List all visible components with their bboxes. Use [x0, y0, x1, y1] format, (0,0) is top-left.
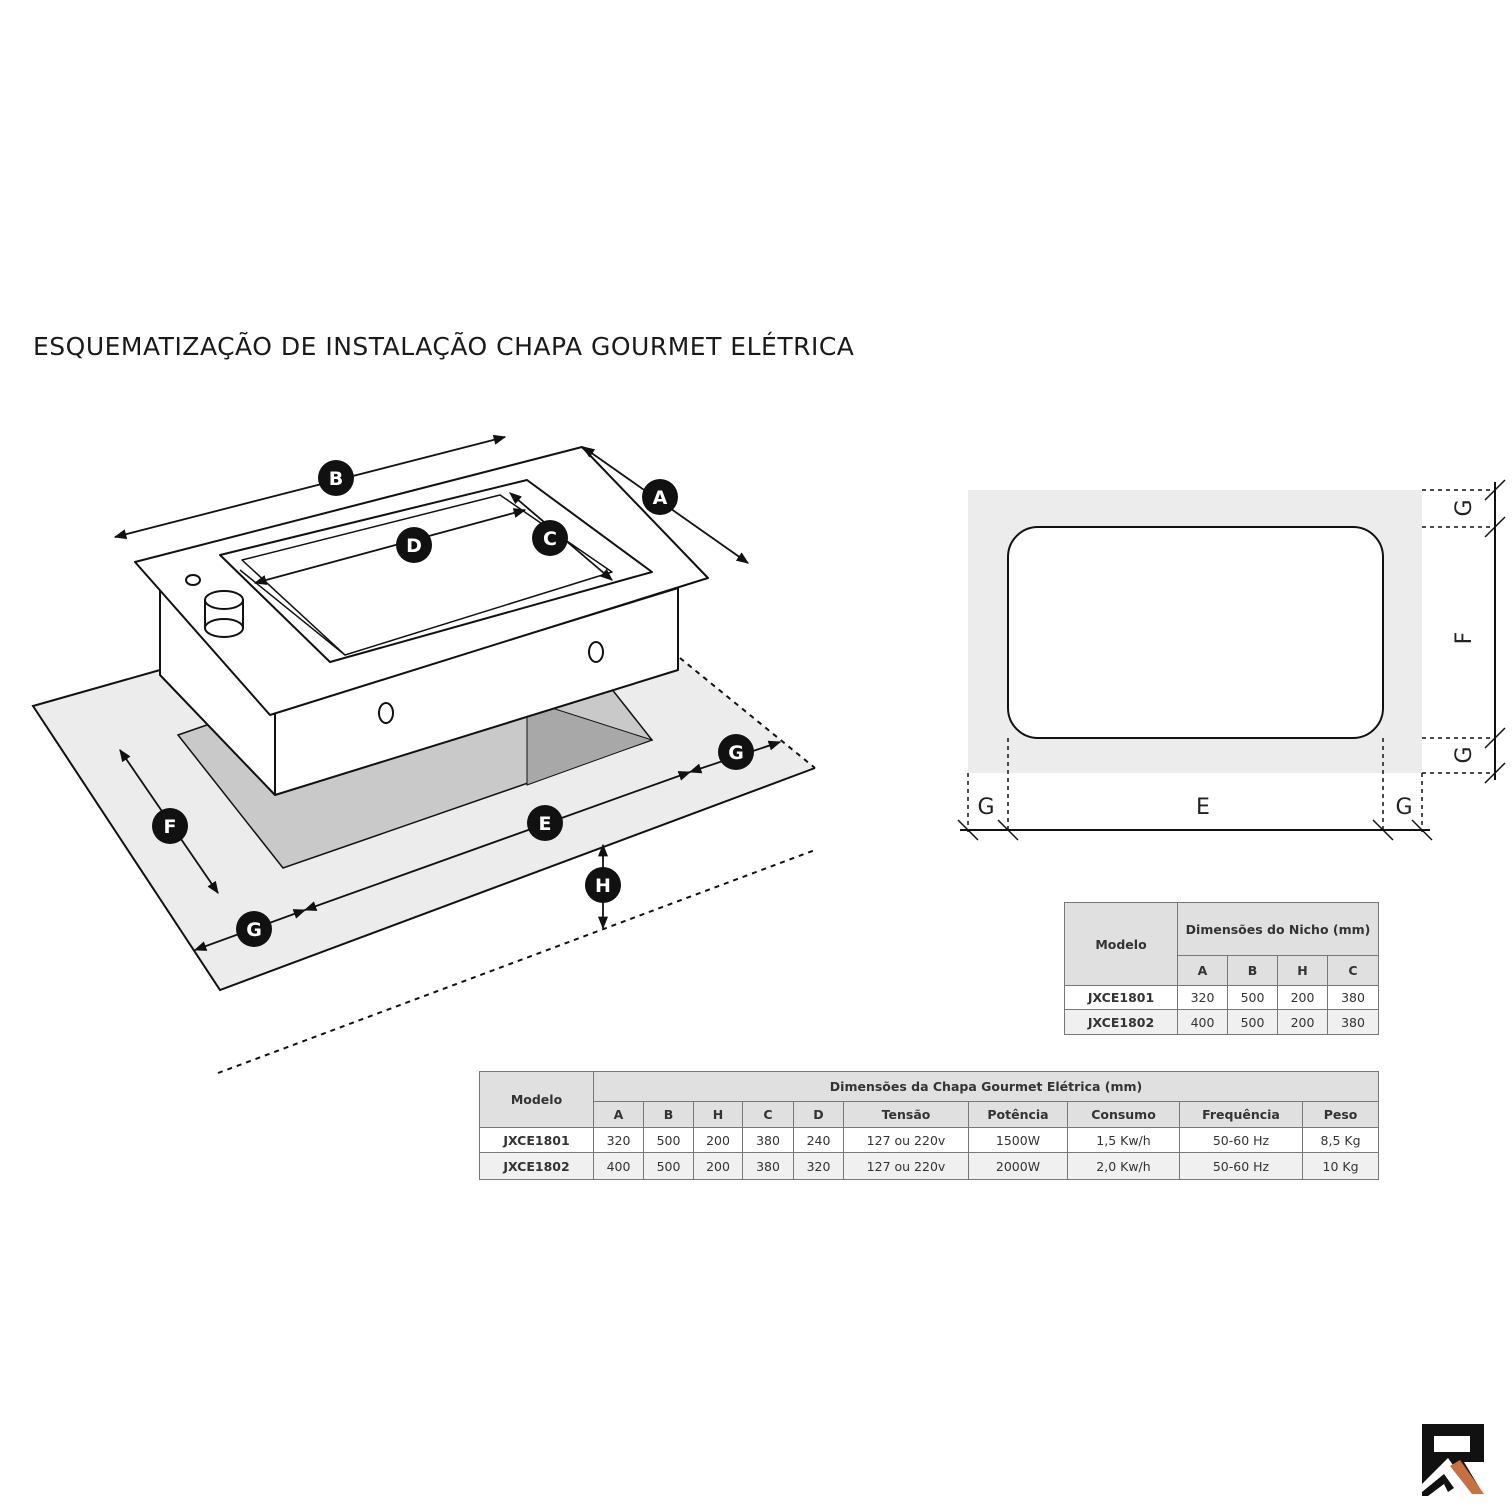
- table-cell: 500: [643, 1152, 694, 1180]
- table-cell: 8,5 Kg: [1301, 1127, 1380, 1153]
- table-cell: 380: [742, 1127, 794, 1153]
- table-cell: 500: [1227, 985, 1278, 1010]
- table-cell: 1500W: [968, 1127, 1068, 1153]
- marker-g: G: [236, 911, 272, 947]
- dimension-markers: B A D C G F E H G: [152, 460, 754, 947]
- table-cell: JXCE1801: [479, 1127, 594, 1153]
- column-header: C: [1326, 955, 1380, 986]
- table-cell: 320: [593, 1127, 644, 1153]
- table-cell: 400: [593, 1152, 644, 1180]
- plan-view: G E G G F G: [957, 479, 1506, 841]
- table-cell: 127 ou 220v: [843, 1152, 969, 1180]
- label: G: [1395, 795, 1412, 820]
- marker-g: G: [718, 734, 754, 770]
- column-header: H: [693, 1101, 743, 1128]
- label: G: [728, 742, 744, 764]
- column-header: Peso: [1301, 1101, 1380, 1128]
- label: D: [406, 535, 422, 557]
- table-cell: JXCE1801: [1064, 985, 1178, 1010]
- marker-f: F: [152, 808, 188, 844]
- label: B: [329, 468, 343, 490]
- table-cell: 500: [1227, 1009, 1278, 1035]
- marker-a: A: [642, 479, 678, 515]
- table-cell: 2,0 Kw/h: [1067, 1152, 1180, 1180]
- table-cell: 200: [693, 1127, 743, 1153]
- table-cell: 200: [1277, 985, 1328, 1010]
- table-cell: 380: [1326, 1009, 1380, 1035]
- marker-b: B: [318, 460, 354, 496]
- label: H: [595, 875, 611, 897]
- table-cell: 127 ou 220v: [843, 1127, 969, 1153]
- column-header: Tensão: [843, 1101, 969, 1128]
- column-header: D: [793, 1101, 844, 1128]
- table-cell: 50-60 Hz: [1179, 1152, 1303, 1180]
- label: G: [1452, 499, 1477, 516]
- column-header: B: [1227, 955, 1278, 986]
- label: F: [164, 816, 177, 838]
- marker-d: D: [396, 527, 432, 563]
- table-cell: 500: [643, 1127, 694, 1153]
- table-cell: JXCE1802: [1064, 1009, 1178, 1035]
- table-cell: 240: [793, 1127, 844, 1153]
- table-cell: 400: [1177, 1009, 1228, 1035]
- column-header: Frequência: [1179, 1101, 1303, 1128]
- group-header: Dimensões da Chapa Gourmet Elétrica (mm): [592, 1071, 1380, 1102]
- label: A: [653, 487, 668, 509]
- brand-logo: [1422, 1424, 1484, 1496]
- table-cell: 380: [1326, 985, 1380, 1010]
- column-header: Potência: [968, 1101, 1068, 1128]
- marker-c: C: [532, 520, 568, 556]
- group-header: Dimensões do Nicho (mm): [1176, 902, 1380, 956]
- column-header: A: [593, 1101, 644, 1128]
- column-header: C: [742, 1101, 794, 1128]
- table-cell: JXCE1802: [479, 1152, 594, 1180]
- marker-e: E: [527, 805, 563, 841]
- label: G: [977, 795, 994, 820]
- table-cell: 50-60 Hz: [1179, 1127, 1303, 1153]
- model-header: Modelo: [1064, 902, 1178, 986]
- label: G: [246, 919, 262, 941]
- table-cell: 320: [1177, 985, 1228, 1010]
- model-header: Modelo: [479, 1071, 594, 1128]
- table-cell: 320: [793, 1152, 844, 1180]
- label: G: [1452, 746, 1477, 763]
- label: C: [543, 528, 557, 550]
- label: E: [539, 813, 552, 835]
- column-header: A: [1177, 955, 1228, 986]
- marker-h: H: [585, 867, 621, 903]
- table-cell: 380: [742, 1152, 794, 1180]
- label: E: [1196, 795, 1210, 820]
- column-header: Consumo: [1067, 1101, 1180, 1128]
- table-cell: 1,5 Kw/h: [1067, 1127, 1180, 1153]
- column-header: B: [643, 1101, 694, 1128]
- page-title: ESQUEMATIZAÇÃO DE INSTALAÇÃO CHAPA GOURM…: [33, 332, 855, 361]
- table-cell: 200: [1277, 1009, 1328, 1035]
- table-cell: 200: [693, 1152, 743, 1180]
- table-cell: 10 Kg: [1301, 1152, 1380, 1180]
- label: F: [1452, 632, 1477, 645]
- table-cell: 2000W: [968, 1152, 1068, 1180]
- column-header: H: [1277, 955, 1328, 986]
